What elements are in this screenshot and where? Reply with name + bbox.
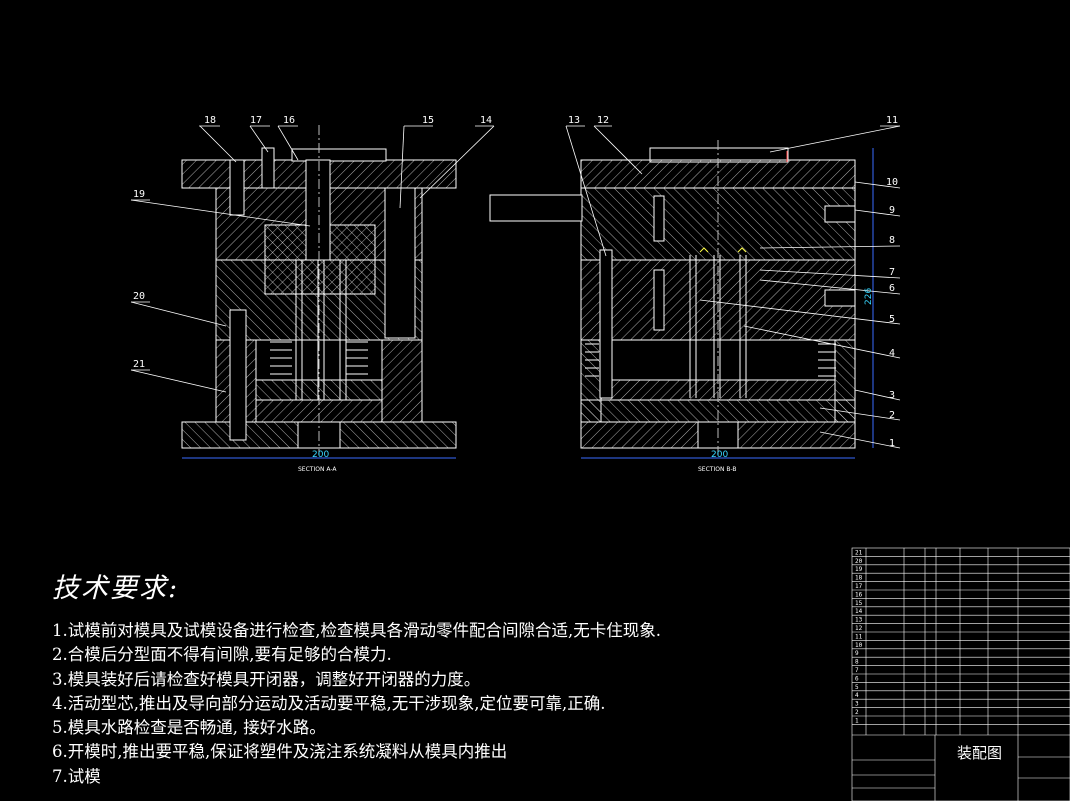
callout-15: 15 bbox=[422, 115, 434, 126]
bom-row-number: 12 bbox=[855, 625, 863, 632]
callout-9: 9 bbox=[889, 205, 895, 216]
bom-row-number: 7 bbox=[855, 667, 859, 674]
bom-row-number: 20 bbox=[855, 558, 863, 565]
bom-row-number: 10 bbox=[855, 642, 863, 649]
bom-row-number: 6 bbox=[855, 675, 859, 682]
bom-row-number: 16 bbox=[855, 591, 863, 598]
callout-labels-right: 13 12 11 10 9 8 7 6 5 4 3 2 1 bbox=[568, 115, 898, 449]
leaders-left bbox=[130, 125, 495, 393]
note-line-4: 4.活动型芯,推出及导向部分运动及活动要平稳,无干涉现象,定位要可靠,正确. bbox=[52, 693, 606, 713]
bom-row-number: 1 bbox=[855, 717, 859, 724]
note-line-5: 5.模具水路检查是否畅通, 接好水路。 bbox=[52, 718, 326, 738]
notes-title: 技术要求: bbox=[52, 573, 180, 604]
bom-row-number: 21 bbox=[855, 549, 863, 556]
bom-row-number: 5 bbox=[855, 684, 859, 691]
bom-row-number: 15 bbox=[855, 600, 863, 607]
sprue-nozzle bbox=[489, 194, 583, 222]
callout-8: 8 bbox=[889, 235, 895, 246]
note-line-3: 3.模具装好后请检查好模具开闭器，调整好开闭器的力度。 bbox=[52, 669, 481, 689]
leaders-right bbox=[565, 125, 901, 449]
callout-20: 20 bbox=[133, 291, 145, 302]
section-a-view bbox=[181, 125, 457, 459]
callout-21: 21 bbox=[133, 359, 145, 370]
dim-height-b: 226 bbox=[864, 288, 874, 305]
note-line-1: 1.试模前对模具及试模设备进行检查,检查模具各滑动零件配合间隙合适,无卡住现象. bbox=[52, 621, 661, 640]
section-b-view bbox=[489, 140, 874, 459]
callout-11: 11 bbox=[886, 115, 898, 126]
bom-row-number: 2 bbox=[855, 709, 859, 716]
callout-labels-left: 18 17 16 15 14 19 20 21 bbox=[133, 115, 492, 370]
callout-16: 16 bbox=[283, 115, 295, 126]
section-label-a: SECTION A-A bbox=[298, 466, 337, 473]
bom-row-number: 18 bbox=[855, 575, 863, 582]
callout-17: 17 bbox=[250, 115, 262, 126]
callout-14: 14 bbox=[480, 115, 492, 126]
callout-5: 5 bbox=[889, 314, 895, 325]
dim-width-b: 200 bbox=[711, 450, 728, 460]
callout-1: 1 bbox=[889, 438, 895, 449]
callout-4: 4 bbox=[889, 348, 895, 359]
callout-7: 7 bbox=[889, 267, 895, 278]
bom-row-number: 9 bbox=[855, 650, 859, 657]
callout-12: 12 bbox=[597, 115, 609, 126]
note-line-6: 6.开模时,推出要平稳,保证将塑件及浇注系统凝料从模具内推出 bbox=[52, 742, 508, 762]
callout-2: 2 bbox=[889, 410, 895, 421]
note-line-2: 2.合模后分型面不得有间隙,要有足够的合模力. bbox=[52, 645, 392, 665]
callout-13: 13 bbox=[568, 115, 580, 126]
section-label-b: SECTION B-B bbox=[698, 466, 737, 473]
drawing-title: 装配图 bbox=[957, 744, 1002, 762]
bom-row-number: 13 bbox=[855, 617, 863, 624]
dim-width-a: 200 bbox=[312, 450, 329, 460]
callout-18: 18 bbox=[204, 115, 216, 126]
bom-row-number: 19 bbox=[855, 566, 863, 573]
bom-row-number: 11 bbox=[855, 633, 863, 640]
technical-requirements: 技术要求: 1.试模前对模具及试模设备进行检查,检查模具各滑动零件配合间隙合适,… bbox=[52, 566, 661, 789]
bom-row-number: 14 bbox=[855, 608, 863, 615]
note-line-7: 7.试模 bbox=[52, 766, 101, 786]
spacer-block-right bbox=[381, 339, 423, 423]
bom-row-number: 17 bbox=[855, 583, 863, 590]
bom-row-number: 8 bbox=[855, 659, 859, 666]
callout-6: 6 bbox=[889, 283, 895, 294]
bom-row-number: 3 bbox=[855, 701, 859, 708]
callout-19: 19 bbox=[133, 189, 145, 200]
callout-3: 3 bbox=[889, 390, 895, 401]
title-block bbox=[851, 547, 1070, 801]
bom-row-number: 4 bbox=[855, 692, 859, 699]
callout-10: 10 bbox=[886, 177, 898, 188]
